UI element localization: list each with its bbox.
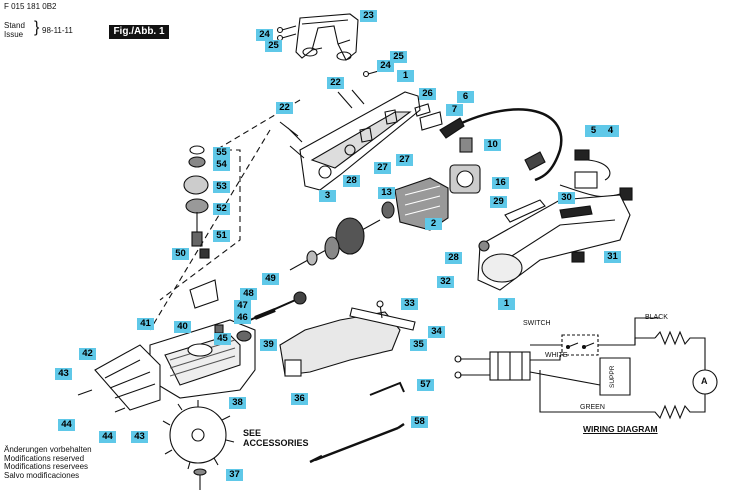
callout: 27 — [374, 162, 391, 174]
callout: 28 — [343, 175, 360, 187]
callout: 26 — [419, 88, 436, 100]
suppr-label: SUPPR — [609, 365, 616, 388]
footer-notes: Änderungen vorbehalten Modifications res… — [4, 445, 92, 480]
callout: 55 — [213, 147, 230, 159]
callout: 38 — [229, 397, 246, 409]
wire-green-label: GREEN — [580, 404, 605, 411]
part-field — [394, 177, 449, 231]
callout: 58 — [411, 416, 428, 428]
guide-lines — [149, 99, 301, 331]
brace: } — [34, 19, 40, 36]
callout: 1 — [397, 70, 414, 82]
part-31 — [571, 251, 585, 263]
callout: 45 — [214, 333, 231, 345]
callout: 43 — [131, 431, 148, 443]
callout: 5 — [585, 125, 602, 137]
callout: 28 — [445, 252, 462, 264]
part-screws-22 — [279, 89, 365, 159]
callout: 22 — [276, 102, 293, 114]
part-10 — [459, 137, 473, 153]
issue-date: 98-11-11 — [42, 26, 73, 35]
callout: 57 — [417, 379, 434, 391]
part-housing — [299, 91, 421, 191]
callout: 42 — [79, 348, 96, 360]
callout: 33 — [401, 298, 418, 310]
part-brush-holder — [449, 164, 481, 194]
part-cord — [439, 108, 563, 182]
callout: 2 — [425, 218, 442, 230]
wire-switch-label: SWITCH — [523, 320, 551, 327]
callout: 36 — [291, 393, 308, 405]
callout: 53 — [213, 181, 230, 193]
callout: 49 — [262, 273, 279, 285]
part-13 — [381, 201, 395, 219]
part-tool-body — [477, 194, 631, 291]
callout: 43 — [55, 368, 72, 380]
callout: 23 — [360, 10, 377, 22]
callout: 32 — [437, 276, 454, 288]
callout: 24 — [377, 60, 394, 72]
part-blade — [162, 400, 235, 470]
part-screw-37 — [193, 468, 207, 490]
callout: 27 — [396, 154, 413, 166]
stand-label: Stand — [4, 21, 25, 30]
callout: 25 — [265, 40, 282, 52]
part-armature — [289, 217, 381, 271]
wire-black-label: BLACK — [645, 314, 668, 321]
callout: 54 — [213, 159, 230, 171]
callout: 3 — [319, 190, 336, 202]
figure-label: Fig./Abb. 1 — [109, 25, 169, 39]
callout: 40 — [174, 321, 191, 333]
callout: 35 — [410, 339, 427, 351]
callout: 6 — [457, 91, 474, 103]
part-strain-relief — [414, 103, 443, 131]
callout: 39 — [260, 339, 277, 351]
callout: 52 — [213, 203, 230, 215]
part-handle — [295, 13, 359, 61]
callout: 22 — [327, 77, 344, 89]
part-gear-stack — [183, 145, 210, 259]
motor-label: A — [701, 376, 708, 386]
callout: 37 — [226, 469, 243, 481]
part-wrench — [309, 422, 405, 464]
callout: 44 — [58, 419, 75, 431]
callout: 34 — [428, 326, 445, 338]
callout: 48 — [240, 288, 257, 300]
part-guard — [94, 344, 161, 411]
part-switch-kit — [559, 149, 633, 201]
callout: 7 — [446, 104, 463, 116]
callout: 13 — [378, 187, 395, 199]
part-bar — [349, 300, 416, 331]
callout: 1 — [498, 298, 515, 310]
callout: 51 — [213, 230, 230, 242]
callout: 10 — [484, 139, 501, 151]
part-screws-top — [276, 25, 383, 78]
part-number: F 015 181 0B2 — [4, 2, 57, 11]
part-bracket — [189, 279, 307, 321]
callout: 47 — [234, 300, 251, 312]
callout: 24 — [256, 29, 273, 41]
callout: 31 — [604, 251, 621, 263]
callout: 25 — [390, 51, 407, 63]
callout: 30 — [558, 192, 575, 204]
callout: 46 — [234, 312, 251, 324]
callout: 44 — [99, 431, 116, 443]
see-accessories: SEE ACCESSORIES — [243, 428, 309, 448]
callout: 16 — [492, 177, 509, 189]
callout: 41 — [137, 318, 154, 330]
issue-label: Issue — [4, 30, 24, 39]
part-dust-bag — [279, 311, 401, 377]
callout: 4 — [602, 125, 619, 137]
part-knob — [478, 240, 490, 252]
callout: 29 — [490, 196, 507, 208]
wire-white-label: WHITE — [545, 352, 568, 359]
part-screws-43 — [77, 389, 126, 413]
part-hex-key — [369, 381, 405, 396]
callout: 50 — [172, 248, 189, 260]
wiring-diagram-lines — [454, 317, 718, 420]
part-39 — [236, 330, 252, 342]
wiring-diagram-title: WIRING DIAGRAM — [583, 424, 658, 434]
